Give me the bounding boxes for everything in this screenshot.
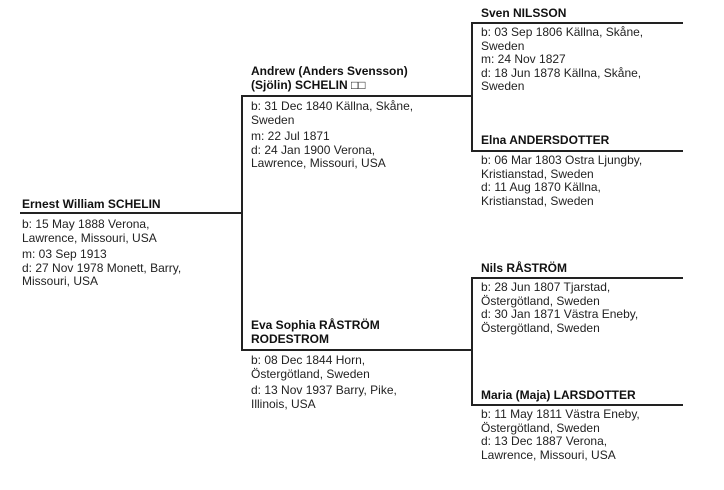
detail-line: Illinois, USA: [251, 396, 316, 411]
person-details-andrew: b: 31 Dec 1840 Källna, Skåne, Sweden m: …: [251, 99, 414, 171]
maria-line: [471, 404, 683, 406]
detail-line: b: 06 Mar 1803 Ostra Ljungby,: [481, 153, 643, 167]
detail-line: Östergötland, Sweden: [251, 366, 370, 381]
person-name-maria[interactable]: Maria (Maja) LARSDOTTER: [481, 388, 636, 402]
detail-line: Kristianstad, Sweden: [481, 193, 594, 208]
person-name-nils[interactable]: Nils RÅSTRÖM: [481, 261, 568, 275]
detail-line: b: 31 Dec 1840 Källna, Skåne,: [251, 99, 414, 113]
person-name-sven[interactable]: Sven NILSSON: [481, 6, 567, 20]
detail-line: Lawrence, Missouri, USA: [22, 230, 157, 245]
sven-line: [471, 22, 683, 24]
person-details-maria: b: 11 May 1811 Västra Eneby, Östergötlan…: [481, 407, 640, 462]
detail-line: Kristianstad, Sweden: [481, 166, 594, 181]
paternal-grandparents-connector: [471, 22, 473, 152]
name-line: Eva Sophia RÅSTRÖM: [251, 318, 380, 332]
detail-line: Östergötland, Sweden: [481, 320, 600, 335]
detail-line: m: 03 Sep 1913: [22, 247, 107, 261]
detail-line: b: 28 Jun 1807 Tjarstad,: [481, 280, 611, 294]
detail-line: Lawrence, Missouri, USA: [251, 156, 386, 170]
person-details-sven: b: 03 Sep 1806 Källna, Skåne, Sweden m: …: [481, 25, 644, 94]
detail-line: Lawrence, Missouri, USA: [481, 447, 616, 462]
detail-line: Sweden: [481, 79, 525, 93]
detail-line: d: 30 Jan 1871 Västra Eneby,: [481, 307, 639, 321]
person-name-elna[interactable]: Elna ANDERSDOTTER: [481, 133, 610, 147]
name-line: RODESTROM: [251, 332, 329, 346]
detail-line: d: 27 Nov 1978 Monett, Barry,: [22, 260, 182, 275]
person-name-andrew[interactable]: Andrew (Anders Svensson) (Sjölin) SCHELI…: [251, 64, 408, 92]
detail-line: Sweden: [251, 112, 295, 127]
detail-line: Missouri, USA: [22, 274, 99, 288]
detail-line: b: 08 Dec 1844 Horn,: [251, 353, 366, 367]
elna-line: [471, 150, 683, 152]
andrew-line: [241, 95, 473, 97]
name-line: (Sjölin) SCHELIN □□: [251, 78, 366, 92]
nils-line: [471, 277, 683, 279]
detail-line: b: 03 Sep 1806 Källna, Skåne,: [481, 25, 644, 39]
person-details-ernest: b: 15 May 1888 Verona, Lawrence, Missour…: [22, 217, 182, 289]
maternal-grandparents-connector: [471, 277, 473, 406]
person-details-nils: b: 28 Jun 1807 Tjarstad, Östergötland, S…: [481, 280, 639, 335]
person-name-ernest[interactable]: Ernest William SCHELIN: [22, 197, 161, 211]
detail-line: d: 11 Aug 1870 Källna,: [481, 180, 601, 194]
detail-line: Sweden: [481, 38, 525, 53]
person-details-elna: b: 06 Mar 1803 Ostra Ljungby, Kristianst…: [481, 153, 643, 208]
detail-line: m: 24 Nov 1827: [481, 52, 566, 66]
parents-connector: [241, 95, 243, 351]
detail-line: d: 24 Jan 1900 Verona,: [251, 142, 376, 157]
person-name-eva[interactable]: Eva Sophia RÅSTRÖM RODESTROM: [251, 318, 380, 346]
detail-line: d: 13 Nov 1937 Barry, Pike,: [251, 383, 397, 397]
eva-line: [241, 349, 473, 351]
person-details-eva: b: 08 Dec 1844 Horn, Östergötland, Swede…: [251, 353, 397, 411]
detail-line: Östergötland, Sweden: [481, 293, 600, 308]
ernest-line: [20, 212, 243, 214]
name-line: Andrew (Anders Svensson): [251, 64, 408, 78]
detail-line: d: 13 Dec 1887 Verona,: [481, 434, 608, 448]
detail-line: b: 11 May 1811 Västra Eneby,: [481, 407, 640, 421]
detail-line: Östergötland, Sweden: [481, 420, 600, 435]
detail-line: d: 18 Jun 1878 Källna, Skåne,: [481, 65, 642, 80]
detail-line: m: 22 Jul 1871: [251, 129, 330, 143]
detail-line: b: 15 May 1888 Verona,: [22, 217, 150, 231]
